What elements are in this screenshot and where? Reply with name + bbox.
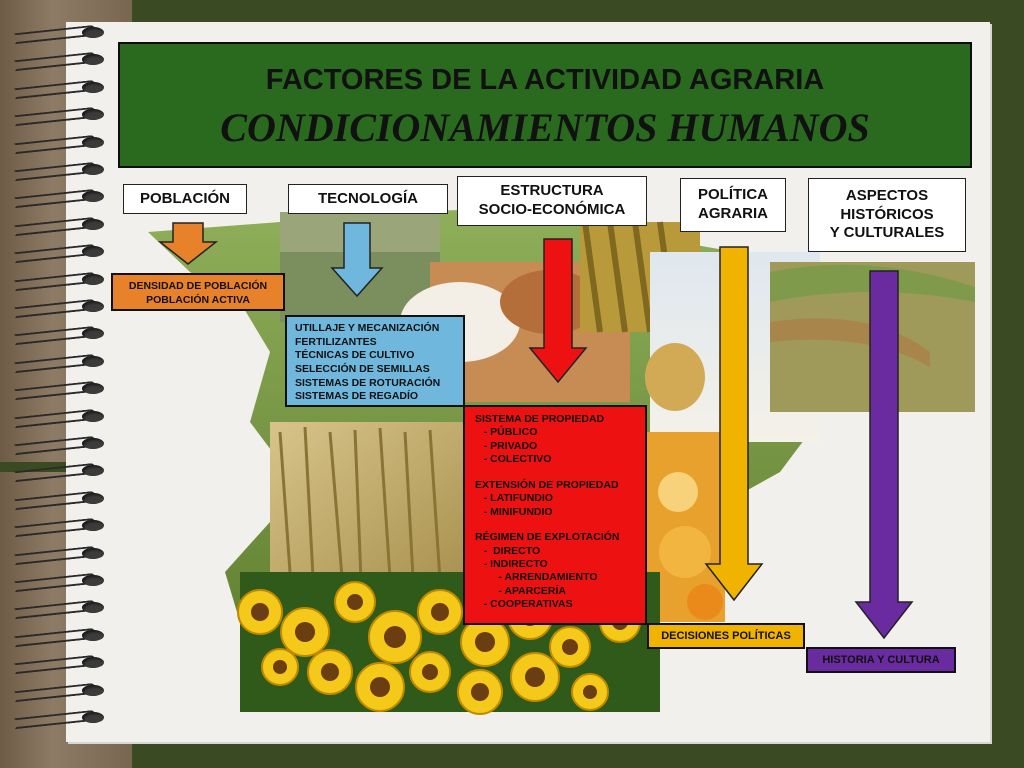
spiral-hole — [82, 54, 104, 66]
spiral-hole — [82, 383, 104, 395]
arrow-tecnologia — [330, 222, 384, 298]
spiral-ring — [10, 627, 106, 648]
box-poblacion-line: POBLACIÓN ACTIVA — [146, 293, 250, 306]
arrow-poblacion — [157, 222, 219, 265]
arrow-estructura — [528, 238, 588, 384]
title-banner: FACTORES DE LA ACTIVIDAD AGRARIA CONDICI… — [118, 42, 972, 168]
spiral-ring — [10, 600, 106, 620]
spiral-hole — [82, 520, 104, 532]
spiral-hole — [82, 575, 104, 586]
spiral-hole — [82, 273, 104, 285]
arrow-politica — [704, 246, 764, 602]
spiral-ring — [10, 216, 106, 237]
spiral-hole — [82, 712, 104, 723]
box-estructura-line: - COOPERATIVAS — [475, 598, 573, 611]
box-tecnologia-line: SISTEMAS DE REGADÍO — [295, 390, 419, 403]
spiral-ring — [10, 52, 106, 72]
spiral-ring — [10, 79, 106, 100]
box-estructura-line: EXTENSIÓN DE PROPIEDAD — [475, 478, 619, 491]
spiral-hole — [82, 81, 104, 93]
spiral-hole — [82, 246, 104, 258]
spiral-hole — [82, 109, 104, 121]
factor-label-poblacion: POBLACIÓN — [123, 184, 247, 214]
factor-label-aspectos: ASPECTOS HISTÓRICOS Y CULTURALES — [808, 178, 966, 252]
spiral-ring — [10, 189, 106, 209]
spiral-ring — [10, 134, 106, 154]
box-estructura-gap — [475, 467, 645, 479]
factor-label-estructura: ESTRUCTURA SOCIO-ECONÓMICA — [457, 176, 647, 226]
spiral-ring — [10, 380, 106, 401]
box-tecnologia-line: TÉCNICAS DE CULTIVO — [295, 349, 415, 362]
spiral-hole — [82, 465, 104, 477]
box-estructura-gap — [475, 519, 645, 531]
spiral-hole — [82, 191, 104, 203]
spiral-ring — [10, 709, 106, 730]
box-tecnologia-line: UTILLAJE Y MECANIZACIÓN — [295, 322, 440, 334]
factor-label-politica: POLÍTICA AGRARIA — [680, 178, 786, 232]
title-main: FACTORES DE LA ACTIVIDAD AGRARIA — [265, 64, 825, 96]
box-estructura-line: RÉGIMEN DE EXPLOTACIÓN — [475, 531, 620, 544]
box-estructura: SISTEMA DE PROPIEDAD - PÚBLICO - PRIVADO… — [463, 405, 647, 625]
box-estructura-line: - PÚBLICO — [475, 426, 538, 439]
spiral-ring — [10, 326, 106, 346]
arrow-aspectos — [854, 270, 914, 640]
spiral-ring — [10, 353, 106, 374]
box-tecnologia-line: SISTEMAS DE ROTURACIÓN — [295, 376, 441, 389]
spiral-hole — [82, 438, 104, 449]
spiral-ring — [10, 682, 106, 702]
spiral-ring — [10, 654, 106, 675]
box-poblacion-line: DENSIDAD DE POBLACIÓN — [128, 280, 268, 292]
box-estructura-line: - MINIFUNDIO — [475, 505, 553, 518]
spiral-hole — [82, 136, 104, 148]
box-tecnologia-line: FERTILIZANTES — [295, 335, 377, 348]
spiral-ring — [10, 243, 106, 264]
spiral-hole — [82, 684, 104, 696]
box-estructura-line: SISTEMA DE PROPIEDAD — [475, 413, 605, 425]
spiral-ring — [10, 435, 106, 456]
spiral-ring — [10, 490, 106, 511]
spiral-hole — [82, 27, 104, 38]
spiral-ring — [10, 572, 106, 593]
spiral-binding — [10, 24, 114, 746]
spiral-ring — [10, 408, 106, 428]
box-estructura-line: - DIRECTO — [475, 544, 541, 557]
box-estructura-line: - ARRENDAMIENTO — [475, 571, 598, 584]
box-estructura-line: - APARCERÍA — [475, 584, 567, 597]
spiral-hole — [82, 492, 104, 504]
box-estructura-line: - LATIFUNDIO — [475, 492, 553, 505]
spiral-ring — [10, 161, 106, 182]
spiral-ring — [10, 24, 106, 45]
box-aspectos: HISTORIA Y CULTURA — [806, 647, 956, 673]
factor-label-tecnologia: TECNOLOGÍA — [288, 184, 448, 214]
spiral-hole — [82, 301, 104, 312]
box-poblacion: DENSIDAD DE POBLACIÓN POBLACIÓN ACTIVA — [111, 273, 285, 311]
spiral-hole — [82, 164, 104, 175]
box-estructura-line: - COLECTIVO — [475, 453, 552, 466]
box-tecnologia: UTILLAJE Y MECANIZACIÓN FERTILIZANTES TÉ… — [285, 315, 465, 407]
spiral-hole — [82, 629, 104, 641]
box-estructura-line: - PRIVADO — [475, 439, 538, 452]
box-politica: DECISIONES POLÍTICAS — [647, 623, 805, 649]
spiral-ring — [10, 463, 106, 483]
title-subtitle: CONDICIONAMIENTOS HUMANOS — [220, 105, 870, 150]
spiral-hole — [82, 547, 104, 559]
box-estructura-line: - INDIRECTO — [475, 557, 548, 570]
spiral-ring — [10, 298, 106, 319]
spiral-ring — [10, 545, 106, 565]
spiral-hole — [82, 218, 104, 230]
spiral-hole — [82, 328, 104, 340]
spiral-ring — [10, 517, 106, 538]
spiral-hole — [82, 355, 104, 367]
spiral-hole — [82, 602, 104, 614]
spiral-ring — [10, 271, 106, 291]
spiral-hole — [82, 657, 104, 669]
spiral-hole — [82, 410, 104, 422]
box-tecnologia-line: SELECCIÓN DE SEMILLAS — [295, 362, 430, 375]
spiral-ring — [10, 106, 106, 127]
